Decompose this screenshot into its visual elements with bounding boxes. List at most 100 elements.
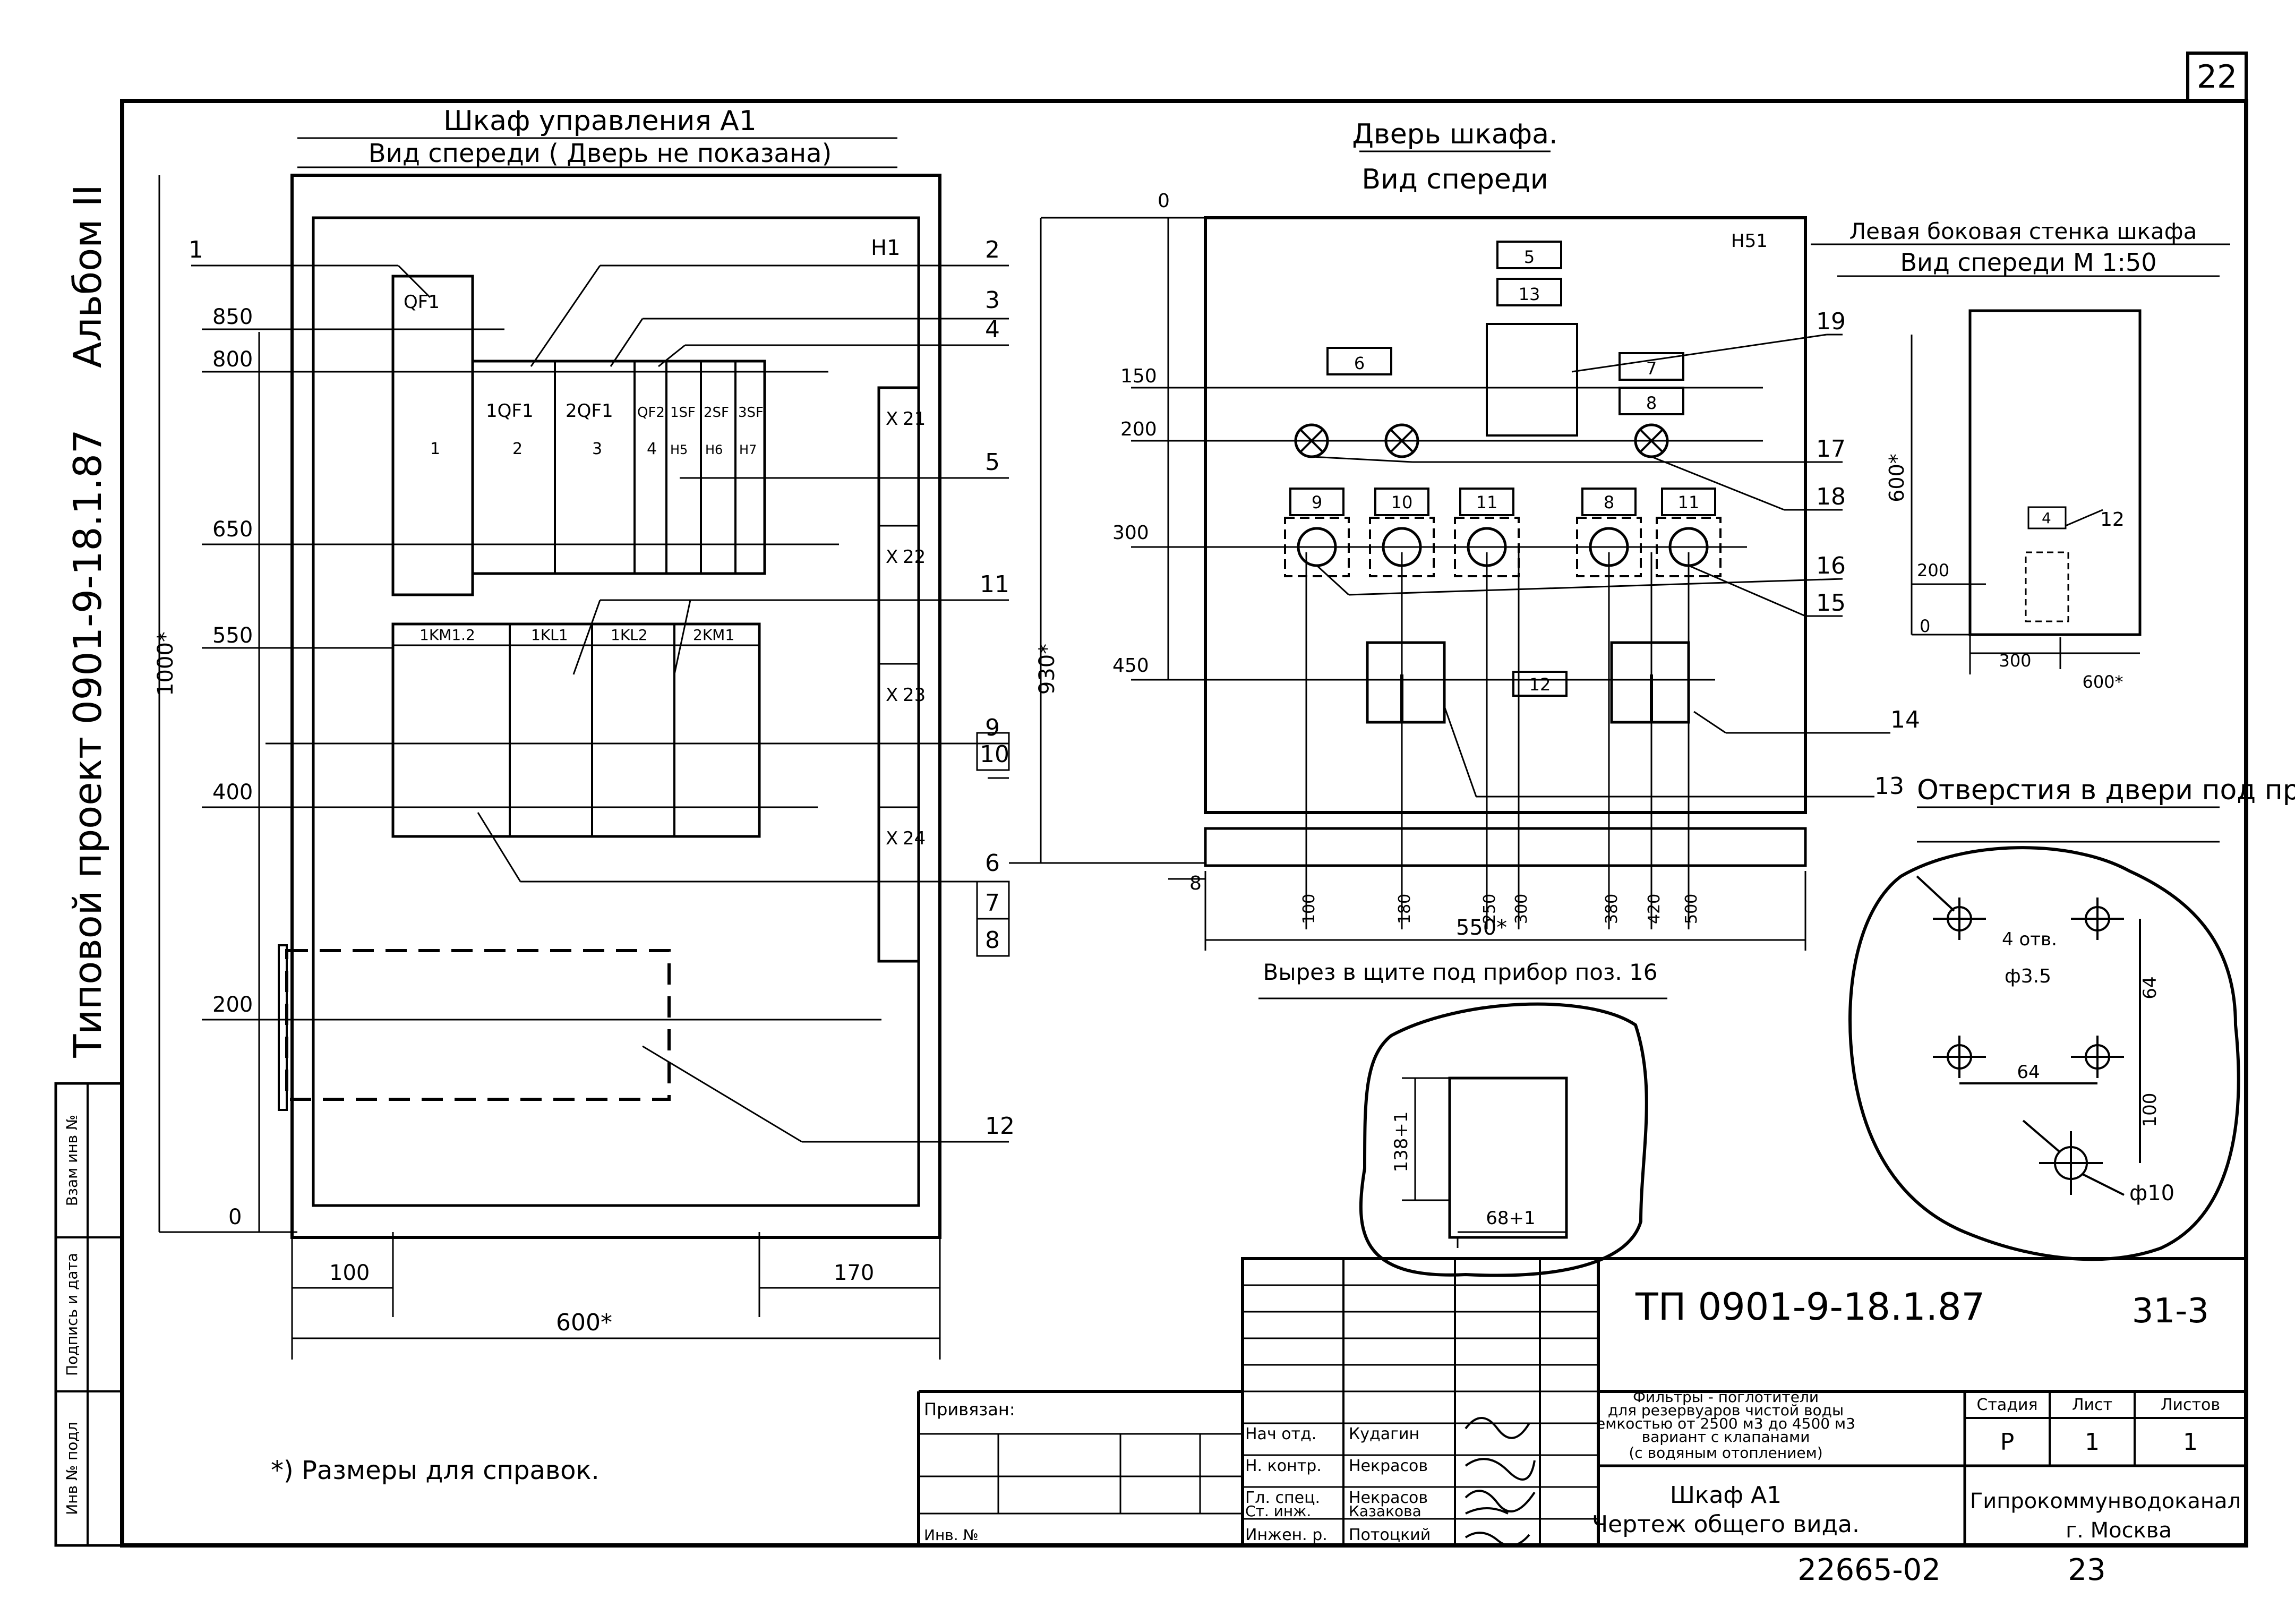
stamp-inv-label: Инв № подл bbox=[63, 1422, 81, 1515]
door-tag-12: 12 bbox=[1529, 674, 1551, 695]
sheet-label: Лист bbox=[2072, 1396, 2112, 1414]
holes-diameter-large: ф10 bbox=[2129, 1181, 2174, 1206]
side-wall-subtitle: Вид спереди М 1:50 bbox=[1900, 248, 2157, 277]
footnote: *) Размеры для справок. bbox=[271, 1456, 600, 1485]
signer-name: Казакова bbox=[1349, 1502, 1421, 1520]
cabinet-callout: 10 bbox=[980, 741, 1009, 768]
album-label: Альбом II bbox=[65, 184, 110, 368]
side-wall-dim-300: 300 bbox=[1999, 651, 2031, 671]
side-wall-dim-600: 600* bbox=[2082, 672, 2123, 692]
breaker-label: 2QF1 bbox=[566, 400, 613, 422]
breaker-tag: 4 bbox=[647, 440, 657, 458]
project-label: Типовой проект 0901-9-18.1.87 bbox=[65, 429, 110, 1058]
door-tag: 7 bbox=[1646, 358, 1657, 379]
terminal-x: X bbox=[886, 408, 898, 430]
terminal-number: 22 bbox=[903, 546, 926, 568]
side-wall-level-0: 0 bbox=[1920, 616, 1930, 636]
cabinet-subtitle: Вид спереди ( Дверь не показана) bbox=[369, 139, 832, 168]
signer-name: Некрасов bbox=[1349, 1457, 1428, 1475]
holes-offset: 100 bbox=[2139, 1093, 2161, 1127]
cabinet-dim-width: 600* bbox=[556, 1309, 612, 1336]
door-callout: 17 bbox=[1816, 435, 1846, 463]
door-level: 200 bbox=[1120, 418, 1157, 440]
breaker-label: 3SF bbox=[738, 405, 764, 421]
cutout-width: 68+1 bbox=[1486, 1208, 1535, 1229]
bound-label: Привязан: bbox=[924, 1399, 1015, 1420]
sheet-title-line: Чертеж общего вида. bbox=[1592, 1511, 1860, 1538]
contactor-label: 2KM1 bbox=[693, 626, 734, 644]
breaker-tag: H7 bbox=[739, 442, 757, 457]
side-stamp bbox=[54, 1082, 124, 1547]
door-button-tag: 11 bbox=[1678, 492, 1700, 512]
drawing-sheet-code: 31-3 bbox=[2132, 1292, 2209, 1331]
description-line: вариант с клапанами bbox=[1642, 1428, 1810, 1446]
door-level: 300 bbox=[1112, 522, 1149, 544]
inv-label: Инв. № bbox=[924, 1526, 979, 1544]
contactor-label: 1KM1.2 bbox=[419, 626, 475, 644]
cabinet-callout: 3 bbox=[985, 287, 1000, 314]
signer-name: Потоцкий bbox=[1349, 1526, 1431, 1544]
door-dim: 380 bbox=[1603, 894, 1621, 924]
door-tag: 13 bbox=[1519, 284, 1540, 304]
cabinet-title: Шкаф управления А1 bbox=[443, 105, 757, 137]
panel-cutout-detail bbox=[1359, 1002, 1648, 1277]
cabinet-level: 200 bbox=[212, 993, 253, 1017]
side-wall-tag: 4 bbox=[2042, 509, 2051, 527]
cabinet-callout: 8 bbox=[985, 927, 1000, 954]
role-label: Ст. инж. bbox=[1245, 1502, 1311, 1520]
terminal-x: X bbox=[886, 828, 898, 849]
role-label: Нач отд. bbox=[1245, 1425, 1316, 1443]
door-button-tag: 11 bbox=[1476, 492, 1498, 512]
door-bottom-label: 8 bbox=[1189, 873, 1202, 894]
door-tag: 5 bbox=[1524, 247, 1535, 267]
holes-title: Отверстия в двери под прибор ДТКБ. bbox=[1917, 774, 2295, 806]
description-line: для резервуаров чистой воды bbox=[1608, 1401, 1844, 1419]
cabinet-callout: 7 bbox=[985, 890, 1000, 917]
stage-value: Р bbox=[2000, 1429, 2015, 1456]
role-label: Гл. спец. bbox=[1245, 1489, 1320, 1507]
sheet-frame bbox=[120, 99, 2248, 1548]
holes-spacing-horizontal: 64 bbox=[2017, 1062, 2040, 1083]
breaker-label: 1SF bbox=[670, 405, 696, 421]
archive-page: 23 bbox=[2068, 1553, 2105, 1587]
cabinet-callout: 11 bbox=[980, 571, 1009, 598]
door-dim: 300 bbox=[1512, 894, 1531, 924]
signature-scribbles bbox=[1465, 1417, 1536, 1547]
sheet-number-box bbox=[2186, 52, 2248, 102]
cabinet-dim-right: 170 bbox=[834, 1261, 874, 1285]
door-dim: 180 bbox=[1395, 894, 1414, 924]
contactor-label: 1KL1 bbox=[531, 626, 568, 644]
cabinet-callout: 9 bbox=[985, 714, 1000, 741]
cabinet-callout: 1 bbox=[189, 236, 203, 263]
door-width: 550* bbox=[1456, 916, 1507, 940]
door-level: 0 bbox=[1158, 190, 1170, 212]
door-callout: 14 bbox=[1890, 706, 1920, 733]
breaker-tag: 1 bbox=[430, 440, 440, 458]
door-holes-detail bbox=[1848, 806, 2240, 1261]
sheets-label: Листов bbox=[2161, 1396, 2220, 1414]
cabinet-callout: 12 bbox=[985, 1113, 1015, 1140]
cabinet-level: 0 bbox=[228, 1205, 242, 1229]
cabinet-level: 850 bbox=[212, 305, 253, 329]
side-wall-level-200: 200 bbox=[1917, 560, 1949, 580]
cabinet-dim-left: 100 bbox=[329, 1261, 370, 1285]
description-line: (с водяным отоплением) bbox=[1629, 1444, 1822, 1461]
signer-name: Кудагин bbox=[1349, 1425, 1419, 1443]
archive-number: 22665-02 bbox=[1797, 1553, 1941, 1587]
door-tag: 6 bbox=[1354, 353, 1365, 373]
door-title: Дверь шкафа. bbox=[1352, 118, 1557, 150]
contactor-label: 1KL2 bbox=[611, 626, 648, 644]
sheet-number: 22 bbox=[2197, 58, 2237, 96]
cutout-title: Вырез в щите под прибор поз. 16 bbox=[1263, 959, 1658, 985]
holes-callout: 13 bbox=[1874, 773, 1904, 800]
cabinet-level: 650 bbox=[212, 517, 253, 542]
cabinet-label-h1: H1 bbox=[871, 236, 901, 260]
terminal-number: 24 bbox=[903, 828, 926, 849]
door-level: 150 bbox=[1120, 365, 1157, 387]
door-callout: 19 bbox=[1816, 308, 1846, 335]
door-callout: 18 bbox=[1816, 483, 1846, 510]
role-label: Инжен. р. bbox=[1245, 1526, 1328, 1544]
door-button-tag: 10 bbox=[1391, 492, 1413, 512]
door-height: 930* bbox=[1035, 644, 1059, 695]
